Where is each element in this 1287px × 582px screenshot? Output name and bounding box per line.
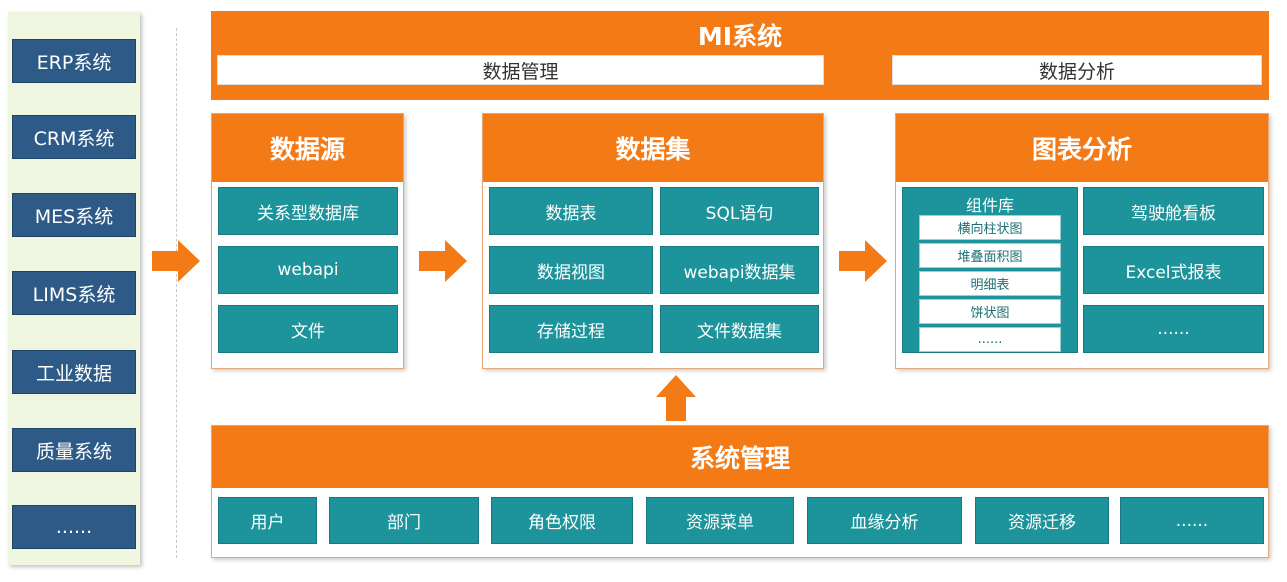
chart-analysis-title: 图表分析 — [896, 114, 1268, 182]
chart-analysis-item: Excel式报表 — [1083, 246, 1264, 294]
component-library-item: 堆叠面积图 — [919, 243, 1061, 268]
arrow-right-icon — [839, 240, 887, 282]
datasource-item: webapi — [218, 246, 398, 294]
dataset-item: 数据表 — [489, 187, 653, 235]
mi-system-title: MI系统 — [697, 22, 783, 51]
component-library-item: 横向柱状图 — [919, 215, 1061, 240]
dataset-item: SQL语句 — [660, 187, 819, 235]
source-system-quality: 质量系统 — [12, 428, 136, 472]
dataset-item: 数据视图 — [489, 246, 653, 294]
dataset-panel: 数据集 数据表 SQL语句 数据视图 webapi数据集 存储过程 文件数据集 — [482, 113, 824, 369]
chart-analysis-item: 驾驶舱看板 — [1083, 187, 1264, 235]
system-management-item: 用户 — [218, 497, 317, 544]
chart-analysis-item: ...... — [1083, 305, 1264, 353]
component-library: 组件库 横向柱状图 堆叠面积图 明细表 饼状图 ...... — [902, 187, 1078, 353]
system-management-item: 血缘分析 — [807, 497, 962, 544]
system-management-item: 资源菜单 — [646, 497, 794, 544]
source-system-crm: CRM系统 — [12, 115, 136, 159]
source-system-erp: ERP系统 — [12, 39, 136, 83]
source-systems-column: ERP系统 CRM系统 MES系统 LIMS系统 工业数据 质量系统 .....… — [8, 12, 140, 565]
data-management-bar: 数据管理 — [217, 55, 824, 85]
arrow-up-icon — [656, 375, 696, 421]
component-library-title: 组件库 — [965, 196, 1014, 215]
datasource-panel: 数据源 关系型数据库 webapi 文件 — [211, 113, 404, 369]
system-management-item: 部门 — [329, 497, 479, 544]
system-management-title: 系统管理 — [212, 426, 1268, 488]
system-management-item: 资源迁移 — [975, 497, 1109, 544]
arrow-right-icon — [152, 240, 200, 282]
system-management-panel: 系统管理 用户 部门 角色权限 资源菜单 血缘分析 资源迁移 ...... — [211, 425, 1269, 558]
dataset-item: 存储过程 — [489, 305, 653, 353]
datasource-item: 关系型数据库 — [218, 187, 398, 235]
mi-system-panel: MI系统 数据管理 数据分析 — [211, 11, 1269, 100]
data-analysis-bar: 数据分析 — [892, 55, 1262, 85]
source-system-lims: LIMS系统 — [12, 271, 136, 315]
component-library-item: 明细表 — [919, 271, 1061, 296]
dataset-item: webapi数据集 — [660, 246, 819, 294]
system-management-item: 角色权限 — [491, 497, 633, 544]
component-library-item: ...... — [919, 327, 1061, 352]
chart-analysis-panel: 图表分析 组件库 横向柱状图 堆叠面积图 明细表 饼状图 ...... 驾驶舱看… — [895, 113, 1269, 369]
source-system-more: ...... — [12, 505, 136, 549]
dataset-title: 数据集 — [483, 114, 823, 182]
divider-line — [176, 28, 177, 558]
datasource-item: 文件 — [218, 305, 398, 353]
datasource-title: 数据源 — [212, 114, 403, 182]
system-management-item: ...... — [1120, 497, 1264, 544]
source-system-industrial-data: 工业数据 — [12, 350, 136, 394]
dataset-item: 文件数据集 — [660, 305, 819, 353]
arrow-right-icon — [419, 240, 467, 282]
component-library-item: 饼状图 — [919, 299, 1061, 324]
source-system-mes: MES系统 — [12, 193, 136, 237]
